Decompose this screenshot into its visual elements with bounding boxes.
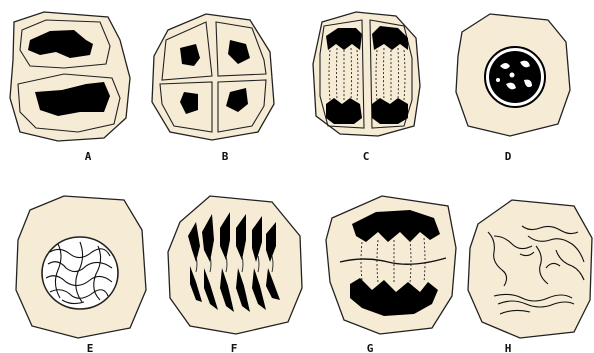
label-c: C xyxy=(363,150,370,163)
cell-b-outline xyxy=(152,14,274,140)
cell-e: E xyxy=(16,196,146,353)
label-a: A xyxy=(85,150,92,163)
cell-h-outline xyxy=(468,200,592,338)
label-b: B xyxy=(222,150,229,163)
cell-g: G xyxy=(326,196,456,353)
label-e: E xyxy=(87,342,94,353)
cell-d: D xyxy=(456,14,570,163)
cell-a: A xyxy=(10,12,130,163)
label-d: D xyxy=(505,150,512,163)
label-g: G xyxy=(367,342,374,353)
cell-d-nucleus xyxy=(489,51,541,103)
cell-b: B xyxy=(152,14,274,163)
cell-f-outline xyxy=(168,196,302,334)
label-f: F xyxy=(231,342,238,353)
cell-f: F xyxy=(168,196,302,353)
label-h: H xyxy=(505,342,512,353)
cell-c: C xyxy=(313,12,420,163)
cell-h: H xyxy=(468,200,592,353)
